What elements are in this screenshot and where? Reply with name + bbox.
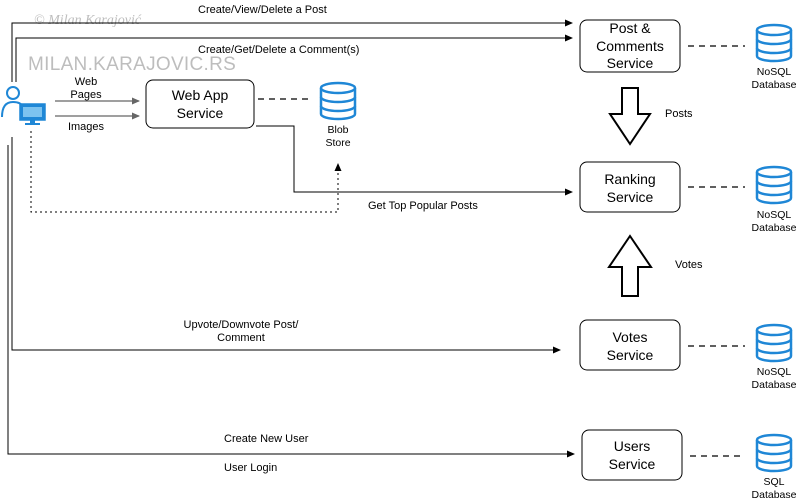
ranking-service-label-2: Service [607,189,654,205]
images-label: Images [68,121,105,133]
create-user-label: Create New User [224,433,309,445]
votes-nosql-database-icon [755,323,793,363]
ranking-db-label-2: Database [752,222,797,234]
blob-store-icon [319,81,357,121]
create-post-arrow [11,19,573,82]
votes-service-label-2: Service [607,347,654,363]
vote-label-2: Comment [217,332,265,344]
users-db-label-2: Database [752,489,797,501]
votes-label: Votes [675,259,703,271]
users-sql-database-icon [755,433,793,473]
blob-store-label-1: Blob [327,124,348,136]
votes-db-label-2: Database [752,379,797,391]
blob-store-dotted-arrow [30,131,342,213]
post-comments-service-box[interactable]: Post & Comments Service [579,19,681,73]
ranking-service-box[interactable]: Ranking Service [579,161,681,213]
top-posts-arrow [256,125,573,196]
posts-flow-arrow [608,87,652,146]
votes-service-box[interactable]: Votes Service [579,319,681,371]
watermark-site: MILAN.KARAJOVIC.RS [28,54,236,75]
post-nosql-database-icon [755,23,793,63]
ranking-db-label-1: NoSQL [757,209,792,221]
post-service-label-2: Comments [596,38,664,54]
user-login-label: User Login [224,462,277,474]
users-service-box[interactable]: Users Service [581,429,683,481]
create-comment-label: Create/Get/Delete a Comment(s) [198,44,359,56]
web-app-service-label-2: Service [177,105,224,121]
post-db-label-2: Database [752,79,797,91]
votes-flow-arrow [607,234,653,297]
users-arrow [7,145,575,458]
store-links [258,45,745,457]
create-comment-arrow [15,34,573,82]
users-db-label-1: SQL [763,476,784,488]
post-db-label-1: NoSQL [757,66,792,78]
watermark-copyright: © Milan Karajović [34,13,142,28]
user-at-computer-icon [1,86,46,125]
ranking-nosql-database-icon [755,165,793,205]
create-post-label: Create/View/Delete a Post [198,4,327,16]
posts-label: Posts [665,108,693,120]
top-posts-label: Get Top Popular Posts [368,200,478,212]
users-service-label-1: Users [614,438,651,454]
web-pages-label-1: Web [75,76,97,88]
vote-label-1: Upvote/Downvote Post/ [184,319,300,331]
votes-db-label-1: NoSQL [757,366,792,378]
post-service-label-3: Service [607,55,654,71]
vote-arrow [11,137,561,354]
web-pages-label-2: Pages [70,89,102,101]
blob-store-label-2: Store [325,137,350,149]
post-service-label-1: Post & [609,20,651,36]
ranking-service-label-1: Ranking [604,171,655,187]
web-app-service-label-1: Web App [172,87,229,103]
web-app-service-box[interactable]: Web App Service [145,79,255,129]
users-service-label-2: Service [609,456,656,472]
votes-service-label-1: Votes [612,329,647,345]
